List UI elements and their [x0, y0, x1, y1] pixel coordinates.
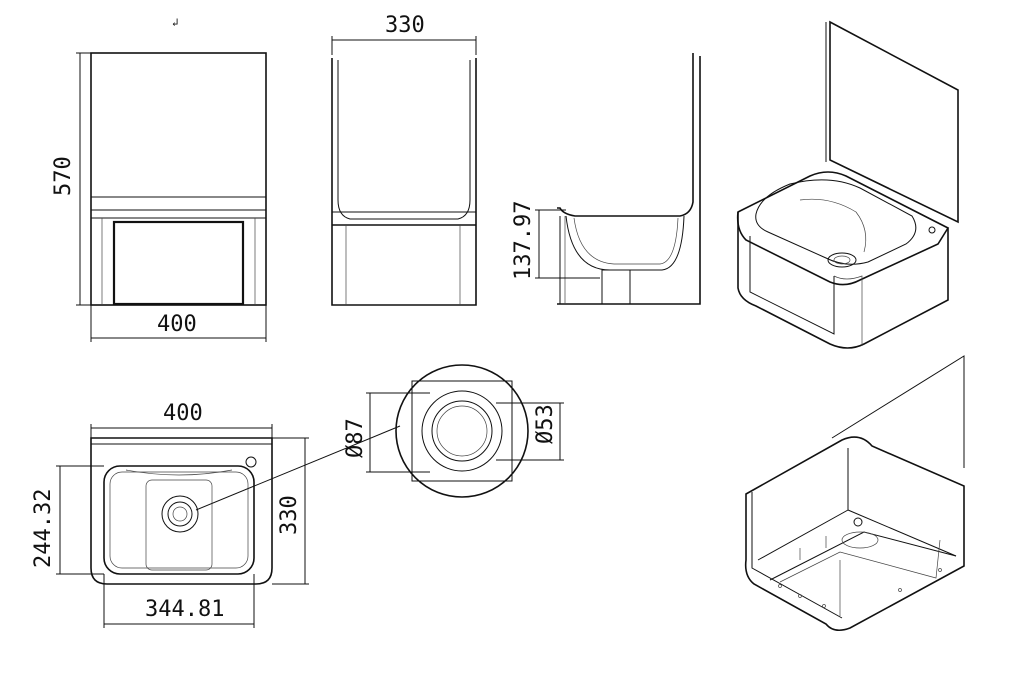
label-330-top: 330	[277, 495, 302, 535]
drain-detail: Ø87 Ø53	[343, 364, 564, 498]
top-view: 400 244.32 330 344.81	[31, 401, 401, 628]
dim-bowl-depth: 137.97	[511, 201, 600, 280]
dim-bowl-width: 344.81	[103, 574, 255, 628]
label-d53: Ø53	[533, 404, 558, 444]
iso-view-underside	[744, 355, 965, 632]
section-view: 137.97	[511, 53, 701, 305]
label-400-top: 400	[163, 401, 203, 426]
label-344-81: 344.81	[145, 597, 224, 622]
label-137-97: 137.97	[511, 201, 536, 280]
label-d87: Ø87	[343, 418, 368, 458]
front-view: 570 400 ↲	[51, 16, 267, 342]
label-400-front: 400	[157, 312, 197, 337]
dim-depth-330-top: 330	[272, 437, 309, 585]
section-mark: ↲	[172, 16, 179, 29]
dim-bowl-length: 244.32	[31, 465, 104, 575]
dim-width-400-front: 400	[90, 305, 267, 342]
label-244-32: 244.32	[31, 489, 56, 568]
label-570: 570	[51, 156, 76, 196]
iso-view-front	[736, 20, 959, 349]
side-view: 330	[331, 13, 477, 306]
label-330-side: 330	[385, 13, 425, 38]
dim-height-570: 570	[51, 52, 91, 306]
